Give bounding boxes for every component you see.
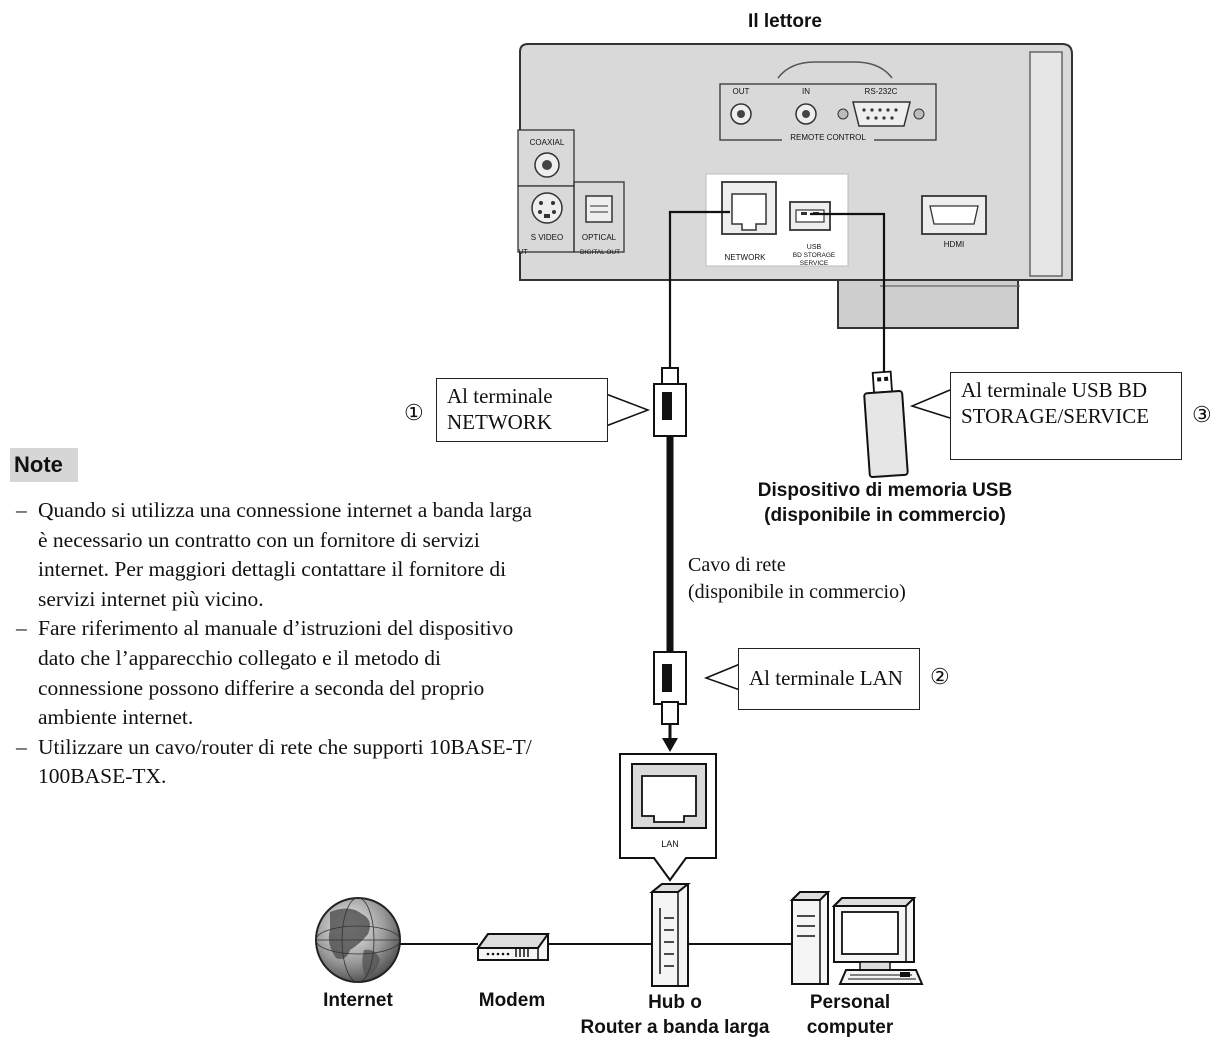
- lan-port-box: LAN: [619, 753, 717, 882]
- network-label: NETWORK: [725, 253, 767, 262]
- callout-number-lan: ②: [930, 664, 950, 689]
- rs232c-label: RS-232C: [865, 87, 898, 96]
- computer-label: Personal computer: [788, 990, 912, 1040]
- router-label-line2: Router a banda larga: [580, 1017, 770, 1038]
- internet-label: Internet: [323, 990, 393, 1011]
- callout-usb-line1: Al terminale USB BD: [961, 378, 1148, 402]
- ut-label: UT: [518, 249, 528, 256]
- router-label-line1: Hub o: [648, 992, 702, 1013]
- network-cable-plug-bottom: [653, 651, 687, 752]
- note-heading: Note: [10, 448, 78, 482]
- router-icon: [649, 883, 691, 987]
- usb-device-label-line2: (disponibile in commercio): [764, 505, 1006, 526]
- callout-usb-line2: STORAGE/SERVICE: [961, 404, 1150, 428]
- s-video-label: S VIDEO: [531, 233, 563, 242]
- remote-control-label: REMOTE CONTROL: [790, 133, 866, 142]
- network-cable-plug-top: [653, 367, 687, 437]
- callout-network-line2: NETWORK: [447, 410, 552, 434]
- callout-number-network: ①: [404, 400, 424, 425]
- router-label: Hub o Router a banda larga: [560, 990, 790, 1040]
- player-rear-panel: REMOTE CONTROL OUT IN RS-232C COAXIAL S …: [517, 43, 1073, 329]
- optical-label: OPTICAL: [582, 233, 617, 242]
- usb-label-line1: USB: [807, 244, 822, 251]
- note-item: Utilizzare un cavo/router di rete che su…: [14, 733, 534, 792]
- callout-lan: Al terminale LAN: [738, 648, 920, 710]
- callout-lan-line1: Al terminale LAN: [749, 666, 903, 690]
- coaxial-label: COAXIAL: [530, 138, 565, 147]
- computer-label-line1: Personal: [809, 992, 891, 1013]
- usb-device-label: Dispositivo di memoria USB (disponibile …: [700, 478, 1070, 528]
- usb-device-label-line1: Dispositivo di memoria USB: [757, 480, 1013, 501]
- note-list: Quando si utilizza una connessione inter…: [14, 496, 534, 792]
- usb-stick: [863, 370, 909, 479]
- callout-number-usb: ③: [1192, 402, 1212, 427]
- callout-network-line1: Al terminale: [447, 384, 553, 408]
- note-item: Fare riferimento al manuale d’istruzioni…: [14, 614, 534, 732]
- rs232c-port: [852, 101, 911, 127]
- computer-icon: [789, 891, 924, 985]
- digital-out-label: DIGITAL OUT: [580, 249, 620, 256]
- out-label: OUT: [733, 87, 750, 96]
- lan-port-label: LAN: [661, 839, 679, 849]
- callout-usb: Al terminale USB BD STORAGE/SERVICE: [950, 372, 1182, 460]
- globe-icon: [315, 897, 401, 983]
- usb-label-line3: SERVICE: [800, 260, 829, 267]
- modem-icon: [476, 933, 550, 961]
- cable-label-line1: Cavo di rete: [688, 554, 786, 576]
- in-label: IN: [802, 87, 810, 96]
- hdmi-label: HDMI: [944, 240, 964, 249]
- computer-label-line2: computer: [806, 1017, 894, 1038]
- modem-label: Modem: [478, 990, 546, 1011]
- player-label: Il lettore: [748, 11, 822, 32]
- cable-label: Cavo di rete (disponibile in commercio): [688, 552, 906, 606]
- optical-port: [585, 195, 613, 223]
- callout-network: Al terminale NETWORK: [436, 378, 608, 442]
- cable-label-line2: (disponibile in commercio): [688, 581, 906, 603]
- s-video-jack: [531, 192, 563, 224]
- usb-label-line2: BD STORAGE: [793, 252, 836, 259]
- note-item: Quando si utilizza una connessione inter…: [14, 496, 534, 614]
